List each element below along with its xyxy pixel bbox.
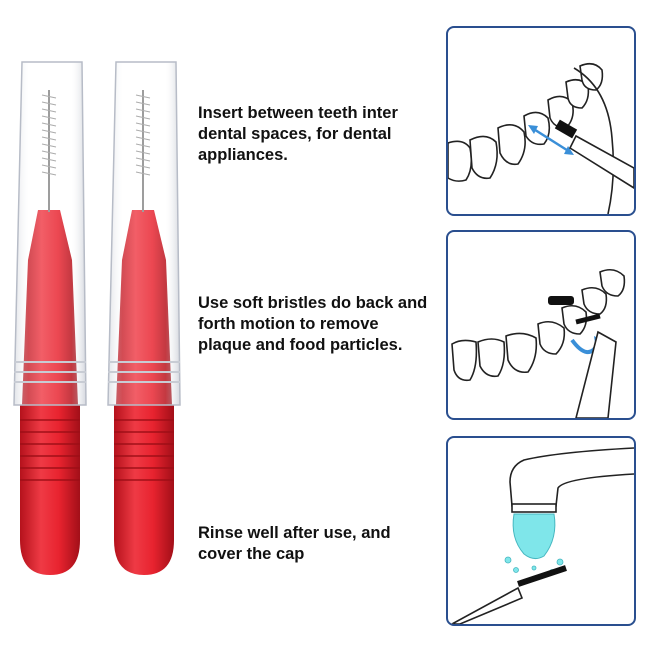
- step-3-panel: [446, 436, 636, 626]
- brush-right: [107, 61, 181, 575]
- interdental-brushes-image: [13, 61, 181, 575]
- step-1-text: Insert between teeth inter dental spaces…: [198, 104, 398, 164]
- step-3-text: Rinse well after use, and cover the cap: [198, 524, 391, 563]
- step-2-text: Use soft bristles do back and forth moti…: [198, 294, 428, 354]
- teeth-brush-insert-icon: [448, 62, 634, 214]
- teeth-brush-motion-icon: [451, 268, 626, 418]
- brush-left: [13, 61, 87, 575]
- step-2-panel: [446, 230, 636, 420]
- step-1-panel: [446, 26, 636, 216]
- faucet-rinse-icon: [451, 447, 634, 624]
